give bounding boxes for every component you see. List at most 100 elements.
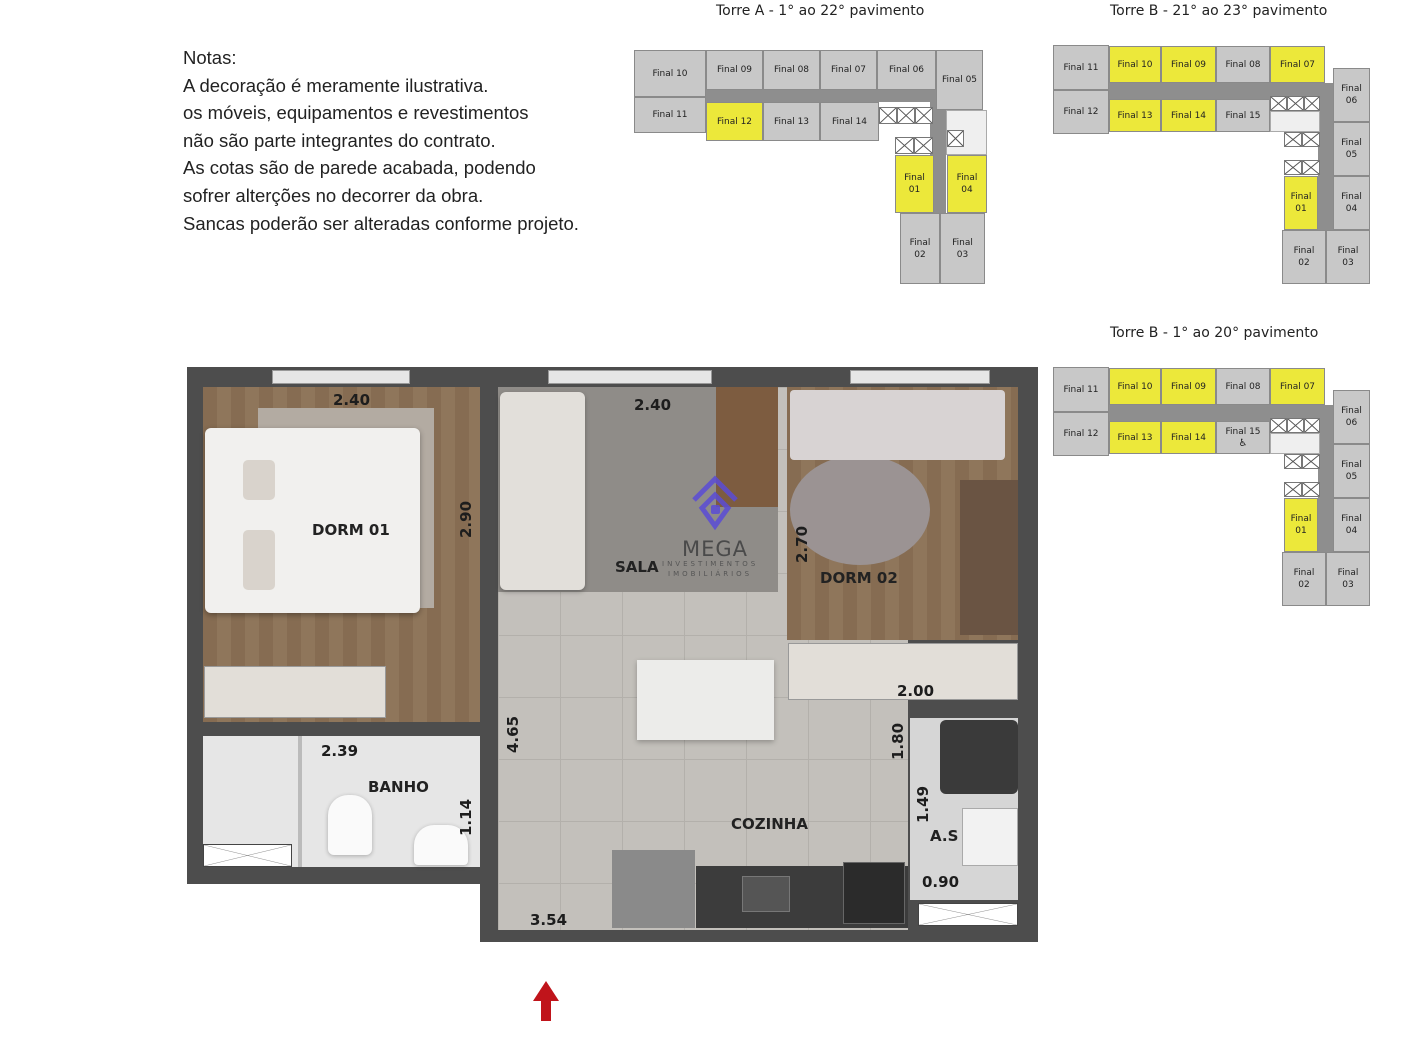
unit-label: Final 14 xyxy=(1170,432,1207,443)
unit-final-05: Final 05 xyxy=(936,50,983,110)
elevator-shaft xyxy=(1284,160,1302,175)
unit-label: Final 05 xyxy=(941,75,978,85)
unit-final-14: Final 14 xyxy=(1161,421,1216,454)
unit-final-09: Final 09 xyxy=(1161,368,1216,405)
corridor xyxy=(930,85,946,213)
washing-machine xyxy=(940,720,1018,794)
unit-label: Final 11 xyxy=(1063,384,1099,395)
unit-final-03: Final 03 xyxy=(940,213,985,284)
unit-label: Final 12 xyxy=(1063,107,1099,117)
unit-final-01: Final 01 xyxy=(895,155,934,213)
dimension-label: 3.54 xyxy=(530,911,568,929)
wheelchair-accessible-icon: ♿ xyxy=(1238,437,1248,449)
laundry-sink xyxy=(962,808,1018,866)
mega-house-logo-icon xyxy=(688,474,742,536)
corridor xyxy=(1318,405,1335,552)
unit-final-09: Final 09 xyxy=(1161,46,1216,83)
unit-label: Final 08 xyxy=(1225,59,1261,70)
unit-label: Final 09 xyxy=(716,65,753,75)
unit-label: Final 07 xyxy=(1279,59,1316,70)
unit-final-02: Final 02 xyxy=(1282,552,1326,606)
unit-final-03: Final 03 xyxy=(1326,552,1370,606)
room-label-as: A.S xyxy=(930,827,959,845)
unit-label: Final 13 xyxy=(1117,110,1153,121)
elevator-shaft xyxy=(1270,96,1287,111)
torre-b-lower-title: Torre B - 1° ao 20° pavimento xyxy=(1110,325,1319,341)
elevator-shaft xyxy=(879,107,897,124)
sink xyxy=(414,825,468,865)
dimension-label: 1.14 xyxy=(457,798,475,836)
unit-final-12: Final 12 xyxy=(1053,412,1109,456)
unit-label: Final 04 xyxy=(956,173,978,195)
unit-label: Final 10 xyxy=(1117,381,1153,392)
unit-label: Final 07 xyxy=(830,65,867,75)
unit-label: Final 03 xyxy=(1337,246,1359,268)
elevator-shaft xyxy=(1284,454,1302,469)
round-rug xyxy=(790,455,930,565)
unit-final-06: Final 06 xyxy=(1333,68,1370,122)
room-label-banho: BANHO xyxy=(368,778,429,796)
unit-label: Final 11 xyxy=(652,110,688,120)
dimension-label: 2.39 xyxy=(321,742,359,760)
dimension-label: 2.70 xyxy=(793,525,811,563)
unit-label: Final 13 xyxy=(1117,432,1153,443)
unit-label: Final 14 xyxy=(831,116,868,127)
unit-label: Final 03 xyxy=(952,237,973,260)
room-label-sala: SALA xyxy=(615,558,659,576)
unit-final-14: Final 14 xyxy=(820,102,879,141)
dimension-label: 2.00 xyxy=(897,682,935,700)
open-area xyxy=(1270,433,1320,454)
dimension-label: 1.49 xyxy=(914,785,932,823)
unit-final-06: Final 06 xyxy=(877,50,936,90)
unit-final-06: Final 06 xyxy=(1333,390,1370,444)
unit-label: Final 12 xyxy=(1063,429,1099,439)
unit-label: Final 01 xyxy=(904,173,925,195)
unit-label: Final 07 xyxy=(1279,381,1316,392)
unit-final-02: Final 02 xyxy=(1282,230,1326,284)
fridge xyxy=(612,850,695,928)
elevator-shaft xyxy=(1302,160,1320,175)
note-line: As cotas são de parede acabada, podendo xyxy=(183,157,536,179)
unit-label: Final 02 xyxy=(1293,246,1315,268)
desk xyxy=(960,480,1018,635)
elevator-shaft xyxy=(1284,482,1302,497)
unit-label: Final 03 xyxy=(1337,568,1359,590)
unit-final-14: Final 14 xyxy=(1161,99,1216,132)
unit-final-13: Final 13 xyxy=(763,102,820,141)
unit-final-08: Final 08 xyxy=(1216,46,1270,83)
unit-final-15: Final 15 xyxy=(1216,99,1270,132)
entrance-arrow-icon xyxy=(532,981,560,1021)
unit-final-12: Final 12 xyxy=(1053,90,1109,134)
elevator-shaft xyxy=(915,107,933,124)
window xyxy=(548,370,712,384)
unit-label: Final 11 xyxy=(1063,62,1099,73)
unit-label: Final 08 xyxy=(1225,381,1261,392)
unit-final-04: Final 04 xyxy=(947,155,987,213)
toilet xyxy=(328,795,372,855)
unit-final-07: Final 07 xyxy=(1270,368,1325,405)
unit-final-13: Final 13 xyxy=(1109,421,1161,454)
wardrobe xyxy=(788,643,1018,700)
unit-final-07: Final 07 xyxy=(820,50,877,90)
elevator-shaft xyxy=(1284,132,1302,147)
unit-label: Final 06 xyxy=(1341,406,1362,428)
unit-final-01: Final 01 xyxy=(1284,176,1318,230)
room-label-dorm02: DORM 02 xyxy=(820,569,898,587)
unit-final-12: Final 12 xyxy=(706,102,763,141)
elevator-shaft xyxy=(947,130,964,147)
elevator-shaft xyxy=(1302,132,1320,147)
corridor xyxy=(1108,83,1335,99)
unit-label: Final 05 xyxy=(1341,460,1362,482)
note-line: os móveis, equipamentos e revestimentos xyxy=(183,102,529,124)
elevator-shaft xyxy=(1287,96,1304,111)
unit-label: Final 01 xyxy=(1290,192,1312,214)
unit-label: Final 04 xyxy=(1341,514,1362,536)
unit-label: Final 05 xyxy=(1341,138,1362,160)
dimension-label: 0.90 xyxy=(922,873,960,891)
pillow xyxy=(243,530,275,590)
unit-label: Final 10 xyxy=(1117,59,1153,70)
unit-label: Final 13 xyxy=(773,116,810,127)
unit-final-10: Final 10 xyxy=(1109,46,1161,83)
elevator-shaft xyxy=(895,137,914,154)
unit-label: Final 09 xyxy=(1170,59,1207,70)
